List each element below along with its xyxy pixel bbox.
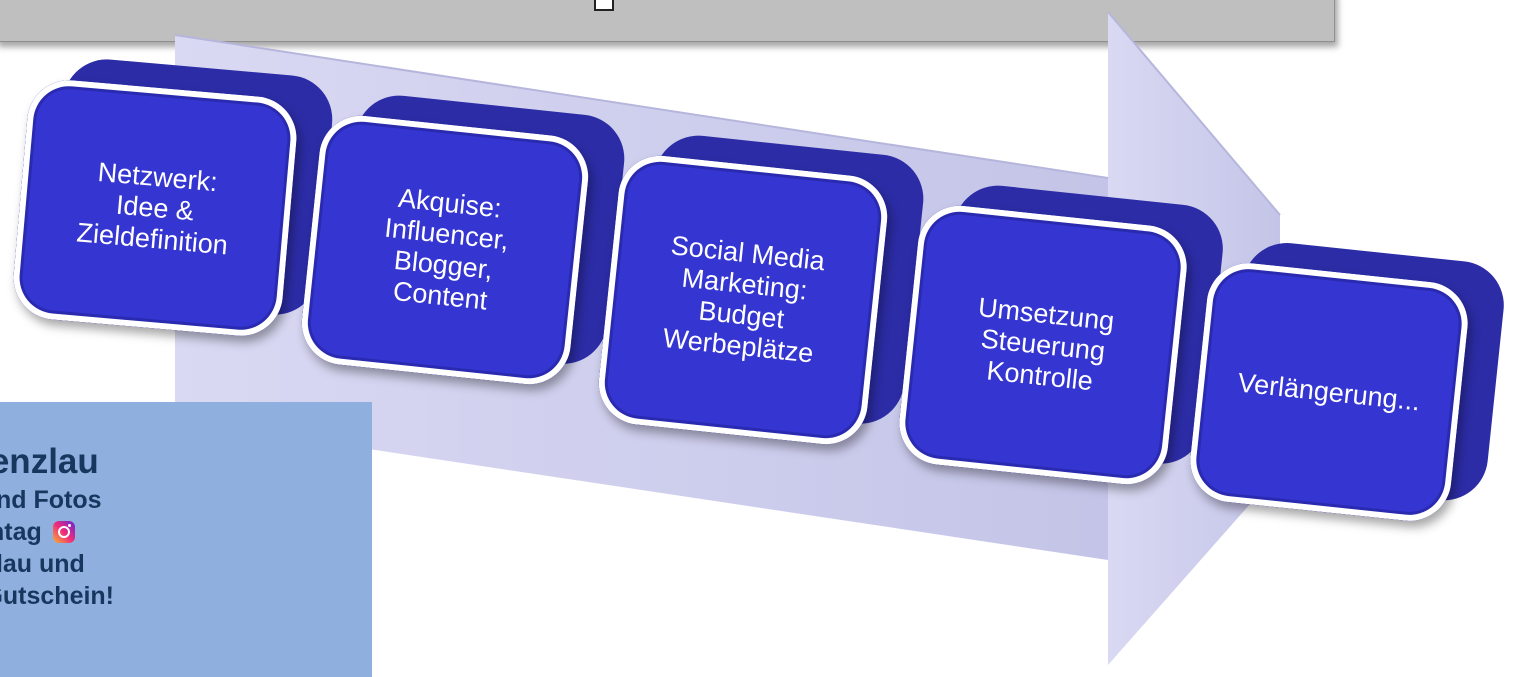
step-verlaengerung: Verlängerung... [1186,238,1509,526]
promo-line-4: n CityGutschein! [0,582,115,610]
promo-title: enprenzlau [0,442,99,481]
promo-line-1: ories und Fotos [0,486,102,514]
step-umsetzung-face: Umsetzung Steuerung Kontrolle [895,201,1191,489]
step-verlaengerung-label: Verlängerung... [1236,367,1422,416]
banner-marker-icon [594,0,614,11]
promo-line-2-text: m Hashtag [0,518,42,546]
step-netzwerk-label: Netzwerk: Idee & Zieldefinition [75,156,230,260]
instagram-icon [52,521,75,543]
step-social-media-face: Social Media Marketing: Budget Werbeplät… [594,151,892,449]
promo-text: enprenzlau ories und Fotos m Hashtag npr… [0,440,114,612]
promo-line-3: nprenzlau und [0,550,85,578]
step-akquise: Akquise: Influencer, Blogger, Content [297,91,629,389]
step-social-media: Social Media Marketing: Budget Werbeplät… [594,131,928,449]
step-akquise-label: Akquise: Influencer, Blogger, Content [383,182,511,316]
promo-panel: enprenzlau ories und Fotos m Hashtag npr… [0,402,372,677]
promo-line-2: m Hashtag [0,516,114,548]
step-social-media-label: Social Media Marketing: Budget Werbeplät… [661,230,827,369]
step-akquise-face: Akquise: Influencer, Blogger, Content [297,111,593,389]
step-netzwerk-face: Netzwerk: Idee & Zieldefinition [10,76,300,340]
step-verlaengerung-face: Verlängerung... [1186,258,1472,526]
step-umsetzung: Umsetzung Steuerung Kontrolle [895,181,1228,489]
step-netzwerk: Netzwerk: Idee & Zieldefinition [10,55,336,340]
step-umsetzung-label: Umsetzung Steuerung Kontrolle [976,291,1116,396]
